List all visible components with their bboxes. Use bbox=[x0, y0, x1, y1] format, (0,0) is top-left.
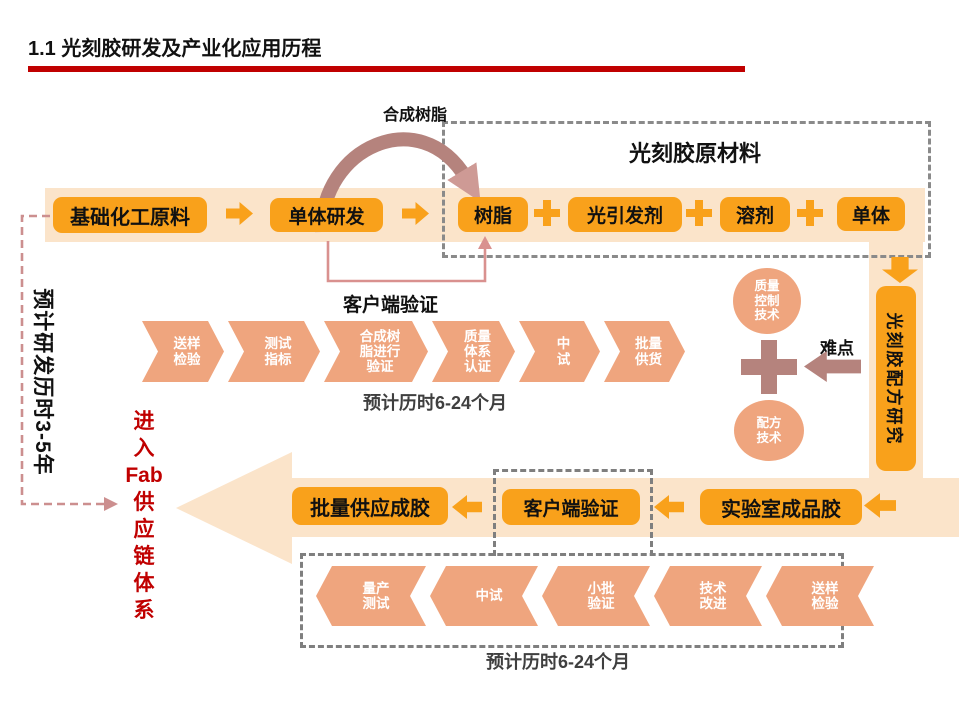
bottom-flow-arrowhead-icon bbox=[176, 452, 292, 564]
monomer-rd-box: 单体研发 bbox=[270, 198, 383, 232]
formulation-research-band: 光刻胶配方研究 bbox=[876, 286, 916, 471]
material-photoinitiator-box: 光引发剂 bbox=[568, 197, 682, 232]
title-underline bbox=[28, 66, 745, 72]
chevron-step: 送样检验 bbox=[766, 566, 874, 626]
plus-icon bbox=[686, 200, 712, 226]
chevron-step: 合成树脂进行验证 bbox=[324, 321, 428, 382]
client-validation-box: 客户端验证 bbox=[502, 489, 640, 525]
chevron-step: 送样检验 bbox=[142, 321, 224, 382]
difficulty-label: 难点 bbox=[820, 339, 854, 358]
formulation-research-label: 光刻胶配方研究 bbox=[884, 312, 904, 445]
chevron-step: 中试 bbox=[430, 566, 538, 626]
chevron-step: 中试 bbox=[519, 321, 600, 382]
synthesis-label: 合成树脂 bbox=[383, 107, 448, 124]
formula-tech-circle: 配方技术 bbox=[734, 400, 804, 461]
lab-product-box: 实验室成品胶 bbox=[700, 489, 862, 525]
rd-duration-label: 预计研发历时3-5年 bbox=[31, 288, 54, 476]
client-validation-top-label: 客户端验证 bbox=[342, 295, 438, 316]
chevron-step: 小批验证 bbox=[542, 566, 650, 626]
chevron-step: 技术改进 bbox=[654, 566, 762, 626]
material-solvent-box: 溶剂 bbox=[720, 197, 790, 232]
mid-duration-label: 预计历时6-24个月 bbox=[362, 393, 508, 413]
base-material-box: 基础化工原料 bbox=[53, 197, 207, 233]
bottom-duration-label: 预计历时6-24个月 bbox=[485, 652, 631, 672]
chevron-step: 测试指标 bbox=[228, 321, 320, 382]
client-validation-bracket-icon bbox=[322, 233, 497, 288]
plus-icon bbox=[797, 200, 823, 226]
rd-duration-dashed-arrow-icon bbox=[10, 206, 130, 516]
raw-materials-dashed-box bbox=[442, 121, 931, 258]
material-monomer-box: 单体 bbox=[837, 197, 905, 231]
material-resin-box: 树脂 bbox=[458, 197, 528, 232]
page-title: 1.1 光刻胶研发及产业化应用历程 bbox=[28, 38, 322, 60]
plus-icon bbox=[534, 200, 560, 226]
chevron-step: 量产测试 bbox=[316, 566, 426, 626]
bulk-supply-box: 批量供应成胶 bbox=[292, 487, 448, 525]
plus-shape-icon bbox=[741, 340, 797, 394]
client-validation-dashed-connector bbox=[493, 469, 653, 556]
raw-materials-title: 光刻胶原材料 bbox=[628, 141, 761, 166]
chevron-step: 质量体系认证 bbox=[432, 321, 515, 382]
quality-control-circle: 质量控制技术 bbox=[733, 268, 801, 334]
chevron-step: 批量供货 bbox=[604, 321, 685, 382]
validation-chevron-flow: 送样检验 测试指标 合成树脂进行验证 质量体系认证 中试 批量供货 bbox=[142, 321, 685, 382]
fab-chevron-flow: 量产测试 中试 小批验证 技术改进 送样检验 bbox=[316, 566, 874, 626]
